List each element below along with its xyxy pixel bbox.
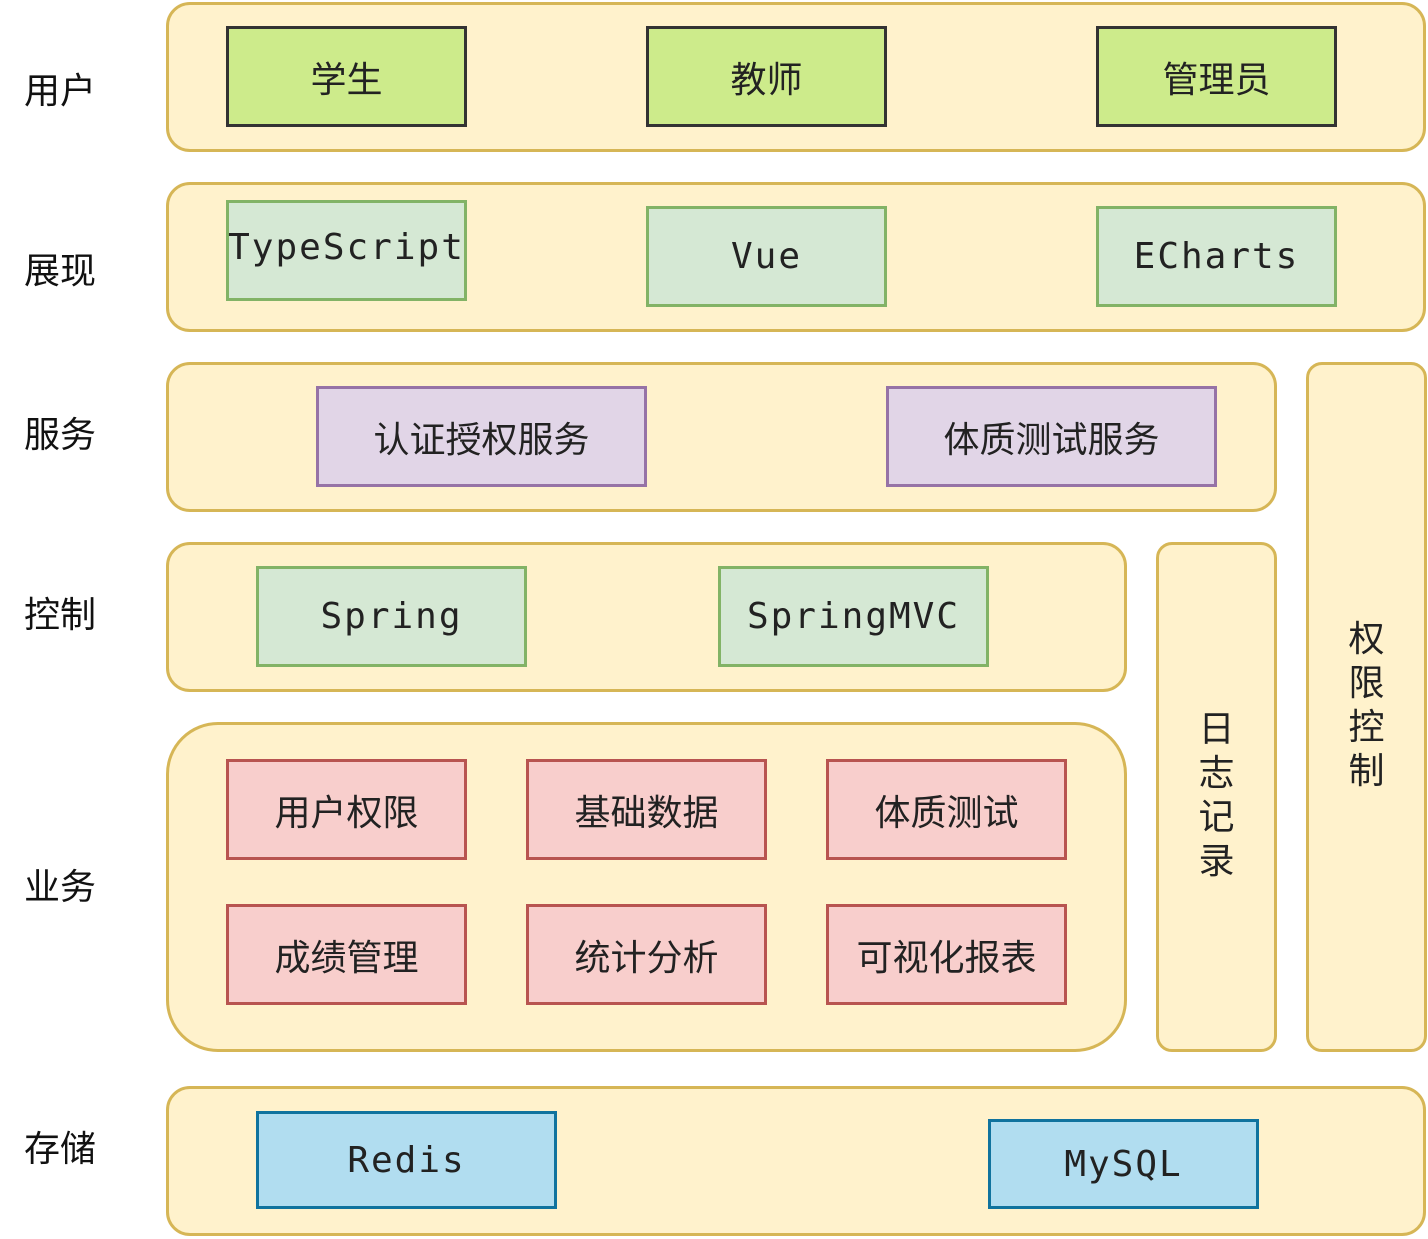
logging-label: 日 志 记 录	[1156, 708, 1277, 884]
logging-char: 录	[1198, 841, 1235, 882]
user-teacher-box: 教师	[646, 26, 887, 127]
business-statistics-box: 统计分析	[526, 904, 767, 1005]
business-score-management-box: 成绩管理	[226, 904, 467, 1005]
storage-mysql-box: MySQL	[988, 1119, 1259, 1209]
permission-label: 权 限 控 制	[1306, 618, 1427, 794]
logging-char: 志	[1198, 753, 1235, 794]
logging-char: 日	[1198, 709, 1235, 750]
permission-char: 控	[1348, 707, 1385, 748]
presentation-echarts-box: ECharts	[1096, 206, 1337, 307]
layer-label-business: 业务	[24, 867, 97, 908]
storage-redis-box: Redis	[256, 1111, 557, 1209]
logging-char: 记	[1198, 797, 1235, 838]
user-student-box: 学生	[226, 26, 467, 127]
business-base-data-box: 基础数据	[526, 759, 767, 860]
control-springmvc-box: SpringMVC	[718, 566, 989, 667]
control-spring-box: Spring	[256, 566, 527, 667]
user-admin-box: 管理员	[1096, 26, 1337, 127]
layer-label-presentation: 展现	[24, 251, 97, 292]
business-visual-report-box: 可视化报表	[826, 904, 1067, 1005]
service-auth-box: 认证授权服务	[316, 386, 647, 487]
presentation-vue-box: Vue	[646, 206, 887, 307]
logging-panel	[1156, 542, 1277, 1052]
business-fitness-test-box: 体质测试	[826, 759, 1067, 860]
permission-char: 限	[1348, 663, 1385, 704]
layer-label-service: 服务	[24, 415, 97, 456]
business-user-permission-box: 用户权限	[226, 759, 467, 860]
layer-label-control: 控制	[24, 595, 97, 636]
service-fitness-box: 体质测试服务	[886, 386, 1217, 487]
permission-panel	[1306, 362, 1427, 1052]
permission-char: 权	[1348, 619, 1385, 660]
presentation-typescript-box: TypeScript	[226, 200, 467, 301]
layer-label-storage: 存储	[24, 1129, 97, 1170]
permission-char: 制	[1348, 751, 1385, 792]
layer-label-user: 用户	[24, 71, 97, 112]
